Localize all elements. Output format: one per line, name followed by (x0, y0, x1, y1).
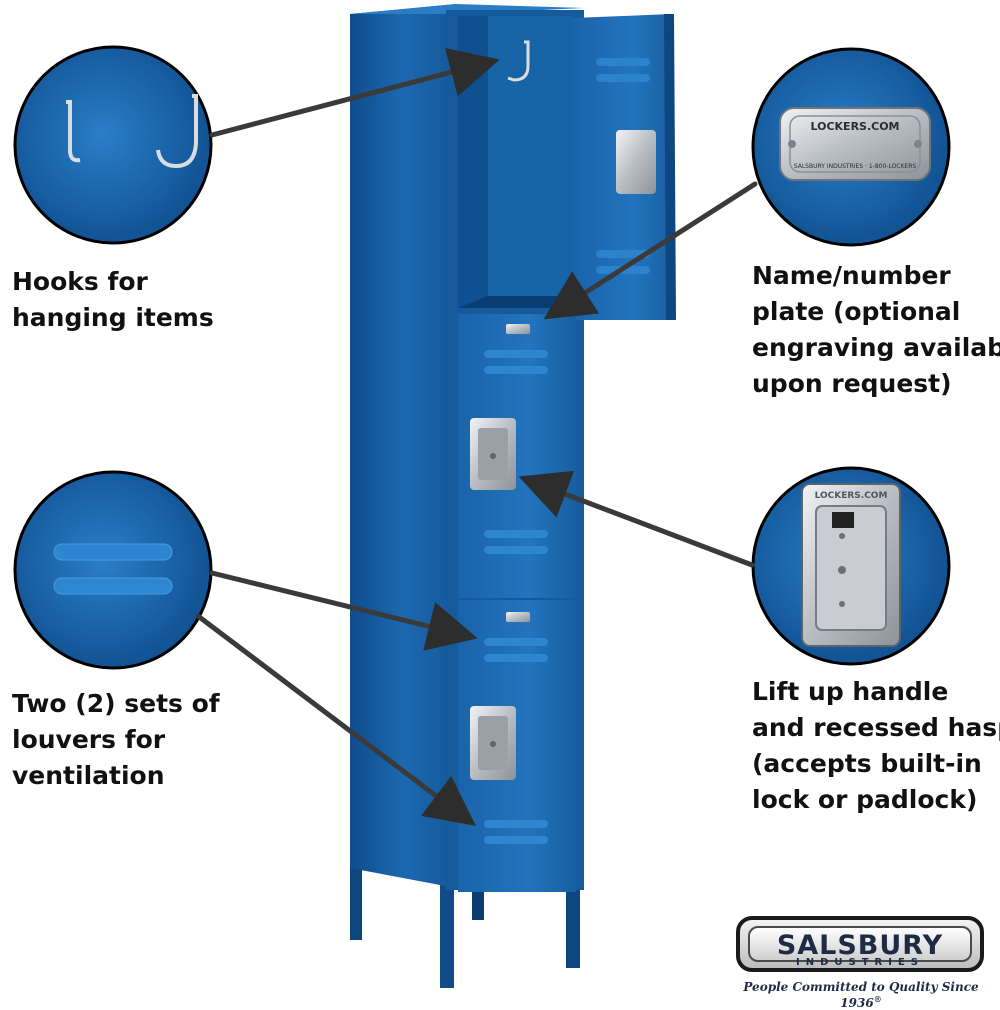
callout-line: louvers for (12, 725, 166, 754)
callout-line: (accepts built-in (752, 749, 982, 778)
arrow-hooks (209, 47, 500, 138)
arrow-handle (518, 470, 755, 568)
callout-arrows (195, 47, 758, 827)
callout-line: Two (2) sets of (12, 689, 220, 718)
brand-badge-inner: SALSBURY INDUSTRIES (748, 926, 972, 968)
locker-top-door-edge (664, 14, 676, 320)
callout-line: Name/number (752, 261, 951, 290)
hook-icon (156, 94, 198, 169)
callout-louvers: Two (2) sets of louvers for ventilation (12, 686, 220, 794)
locker-top (350, 4, 584, 14)
locker-leg-front (440, 880, 454, 988)
brand-sub: INDUSTRIES (796, 957, 924, 968)
callout-line: upon request) (752, 369, 952, 398)
locker-leg-back (472, 892, 484, 920)
locker-interior-back (488, 16, 572, 308)
callout-line: lock or padlock) (752, 785, 978, 814)
callout-line: hanging items (12, 303, 214, 332)
detail-circle-plate: LOCKERS.COM SALSBURY INDUSTRIES · 1-800-… (751, 47, 951, 247)
callout-hooks: Hooks for hanging items (12, 264, 214, 336)
middle-door-number-plate (506, 324, 530, 334)
locker-side-panel (350, 4, 456, 888)
arrow-plate (543, 181, 758, 320)
bottom-door-louvers (484, 638, 548, 844)
brand-name: SALSBURY (776, 930, 944, 961)
brand-tagline: People Committed to Quality Since 1936® (732, 980, 990, 1010)
brand-logo: SALSBURY INDUSTRIES People Committed to … (732, 916, 990, 1010)
detail-circle-louvers (13, 470, 213, 670)
locker-leg-right (566, 868, 580, 968)
plate-text-bottom: SALSBURY INDUSTRIES · 1-800-LOCKERS (794, 163, 917, 170)
detail-circle-handle: LOCKERS.COM (751, 466, 951, 666)
detail-circle-hooks (13, 45, 213, 245)
arrow-louvers-top (209, 570, 478, 651)
interior-hook-icon (507, 40, 530, 82)
callout-line: plate (optional (752, 297, 961, 326)
callout-plate: Name/number plate (optional engraving av… (752, 258, 1000, 402)
callout-line: Hooks for (12, 267, 148, 296)
brand-tagline-text: People Committed to Quality Since 1936 (743, 980, 979, 1010)
callout-line: Lift up handle (752, 677, 949, 706)
brand-registered-mark: ® (873, 994, 882, 1004)
top-door-hasp (616, 130, 656, 194)
plate-text-top: LOCKERS.COM (810, 120, 899, 133)
hook-icon (66, 100, 81, 163)
callout-line: engraving available (752, 333, 1000, 362)
locker-shelf (458, 296, 572, 308)
hasp-text: LOCKERS.COM (815, 491, 888, 501)
arrow-louvers-bottom (195, 613, 476, 827)
middle-door-hasp (470, 418, 516, 490)
locker-leg-left (350, 868, 362, 940)
callout-line: and recessed hasp (752, 713, 1000, 742)
locker (350, 4, 676, 988)
brand-badge: SALSBURY INDUSTRIES (736, 916, 984, 972)
callout-handle: Lift up handle and recessed hasp (accept… (752, 674, 1000, 818)
bottom-door-number-plate (506, 612, 530, 622)
callout-line: ventilation (12, 761, 165, 790)
bottom-door-hasp (470, 706, 516, 780)
middle-door-louvers (484, 350, 548, 554)
